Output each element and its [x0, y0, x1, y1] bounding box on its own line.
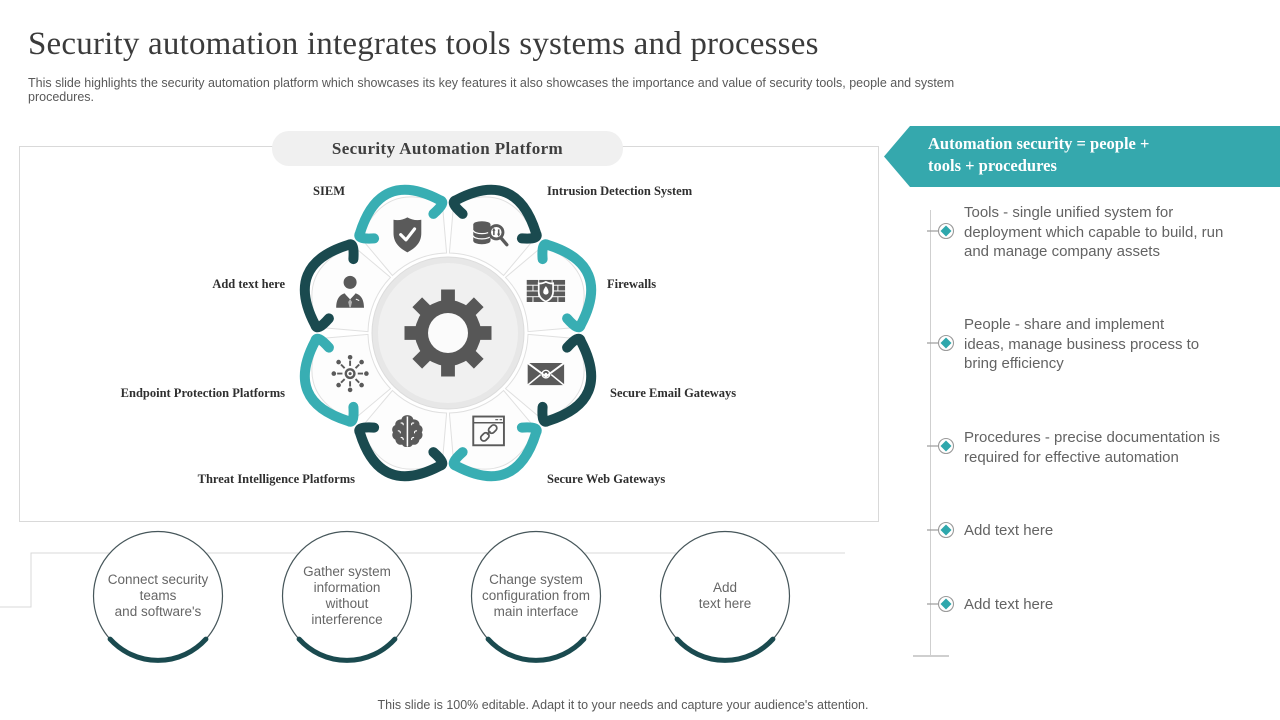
segment-arc [299, 333, 359, 427]
segment-label-add-text: Add text here [212, 277, 285, 291]
gear-hole [428, 313, 468, 353]
segment-label-endpoint-protection: Endpoint Protection Platforms [120, 386, 285, 400]
connector-step-line [0, 552, 845, 608]
segment-arc [299, 239, 359, 333]
process-circle-text: Add text here [698, 580, 752, 611]
process-circle: Gather system information without interf… [280, 529, 414, 663]
timeline-marker [927, 221, 957, 241]
segment-label-intrusion-detection: Intrusion Detection System [547, 184, 693, 198]
timeline-line [930, 210, 931, 655]
timeline-item-text: Add text here [964, 522, 1054, 539]
page-subtitle: This slide highlights the security autom… [28, 76, 955, 104]
timeline-item-text: People - share and implement ideas, mana… [964, 316, 1200, 372]
segment-arc [448, 422, 542, 482]
security-platform-wheel [299, 184, 597, 482]
segment-label-secure-email: Secure Email Gateways [610, 386, 737, 400]
segment-label-firewalls: Firewalls [607, 277, 657, 291]
email-icon [526, 362, 566, 387]
process-circle-text: Change system configuration from main in… [481, 572, 591, 619]
segment-label-secure-web: Secure Web Gateways [547, 472, 666, 486]
timeline-item-text: Add text here [964, 596, 1054, 613]
process-circle: Change system configuration from main in… [469, 529, 603, 663]
timeline-item-text: Procedures - precise documentation is re… [964, 429, 1220, 466]
process-circle: Add text here [658, 529, 792, 663]
segment-arc [537, 333, 597, 427]
segment-arc [448, 184, 542, 244]
timeline-item-text: Tools - single unified system for deploy… [964, 204, 1224, 260]
platform-header-pill: Security Automation Platform [272, 131, 623, 166]
banner-text: Automation security = people + tools + p… [928, 134, 1150, 175]
timeline-marker [927, 594, 957, 614]
timeline-base [913, 655, 949, 657]
timeline-marker [927, 436, 957, 456]
process-circle: Connect security teams and software's [91, 529, 225, 663]
banner: Automation security = people + tools + p… [884, 126, 1280, 187]
segment-label-threat-intelligence: Threat Intelligence Platforms [197, 472, 355, 486]
timeline-marker [927, 333, 957, 353]
segment-arc [537, 239, 597, 333]
timeline-marker [927, 520, 957, 540]
process-circle-text: Connect security teams and software's [107, 572, 209, 619]
segment-arc [354, 184, 448, 244]
footer-note: This slide is 100% editable. Adapt it to… [377, 698, 869, 712]
segment-arc [354, 422, 448, 482]
platform-header-label: Security Automation Platform [331, 138, 564, 158]
page-title: Security automation integrates tools sys… [28, 26, 819, 62]
process-circle-text: Gather system information without interf… [303, 564, 391, 627]
segment-label-siem: SIEM [313, 184, 345, 198]
